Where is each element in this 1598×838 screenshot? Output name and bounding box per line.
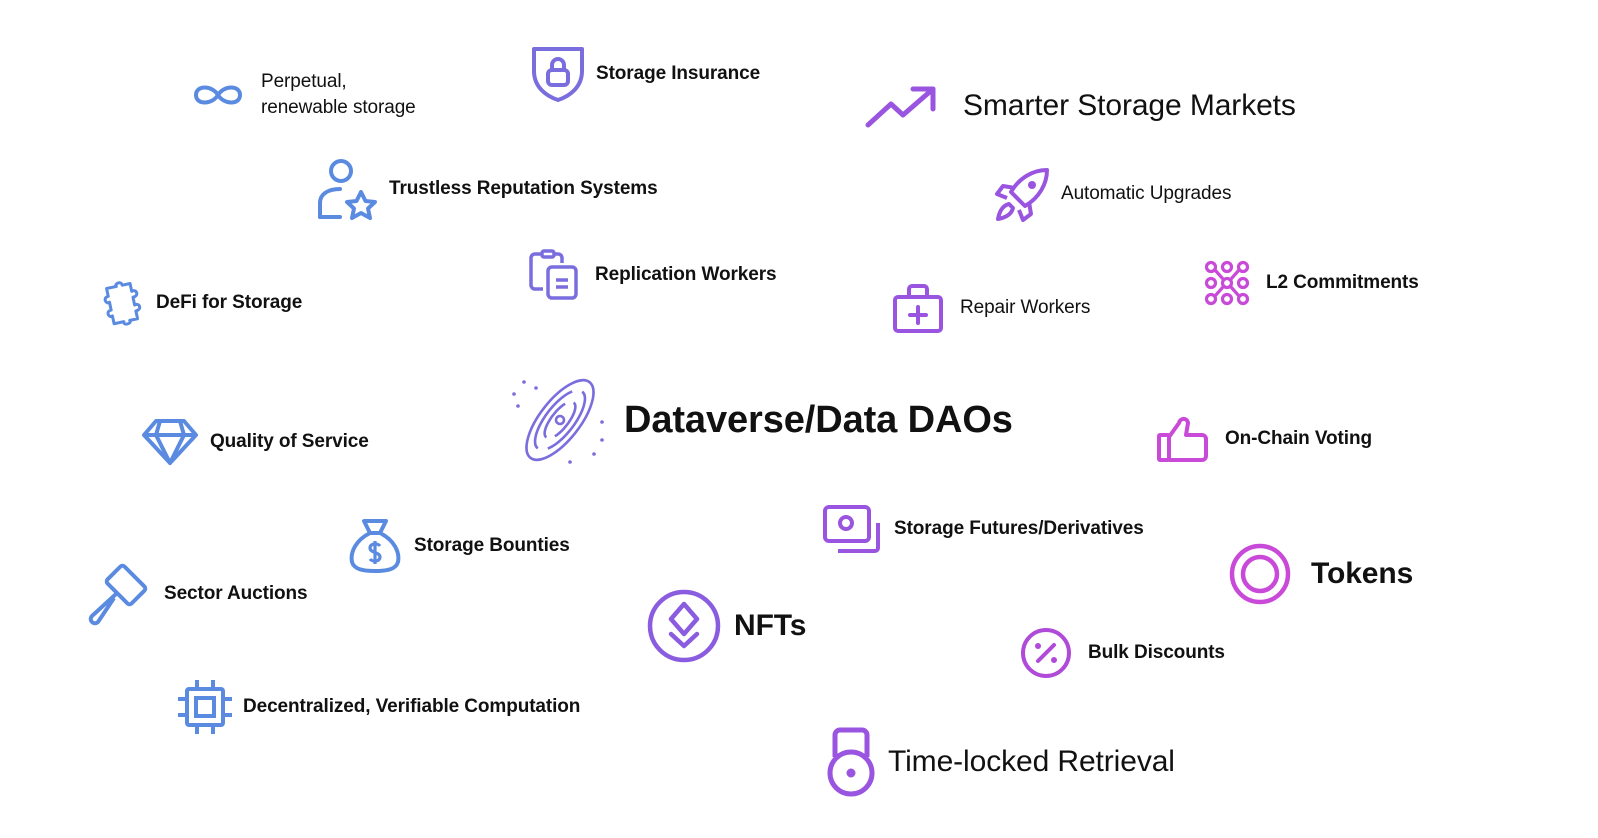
- puzzle-icon: [103, 281, 146, 326]
- item-on-chain-voting: On-Chain Voting: [1157, 415, 1372, 463]
- item-defi-for-storage: DeFi for Storage: [103, 281, 303, 326]
- ethereum-coin-icon: [646, 588, 722, 664]
- item-quality-of-service: Quality of Service: [142, 418, 369, 466]
- trending-up-icon: [865, 84, 937, 128]
- item-label: Bulk Discounts: [1088, 642, 1225, 663]
- item-nfts: NFTs: [646, 588, 806, 664]
- item-label: DeFi for Storage: [156, 292, 303, 313]
- item-label: Automatic Upgrades: [1061, 183, 1232, 204]
- galaxy-icon: [510, 370, 610, 470]
- item-label: L2 Commitments: [1266, 272, 1419, 293]
- item-verifiable-computation: Decentralized, Verifiable Computation: [176, 678, 580, 736]
- user-star-icon: [316, 157, 380, 221]
- item-automatic-upgrades: Automatic Upgrades: [995, 166, 1231, 222]
- item-label: Replication Workers: [595, 264, 777, 285]
- item-label: Perpetual, renewable storage: [261, 71, 416, 118]
- item-dataverse-data-daos: Dataverse/Data DAOs: [510, 370, 1013, 470]
- item-sector-auctions: Sector Auctions: [88, 562, 308, 626]
- item-label: Sector Auctions: [164, 583, 308, 604]
- item-label: Smarter Storage Markets: [963, 89, 1296, 122]
- item-tokens: Tokens: [1229, 543, 1413, 605]
- item-smarter-storage-markets: Smarter Storage Markets: [865, 84, 1296, 128]
- item-label: Trustless Reputation Systems: [389, 178, 658, 199]
- first-aid-kit-icon: [892, 283, 944, 333]
- node-grid-icon: [1204, 260, 1250, 306]
- diamond-icon: [142, 418, 198, 466]
- item-time-locked-retrieval: Time-locked Retrieval: [826, 727, 1175, 797]
- item-replication-workers: Replication Workers: [529, 249, 777, 301]
- token-ring-icon: [1229, 543, 1291, 605]
- padlock-icon: [826, 727, 876, 797]
- item-l2-commitments: L2 Commitments: [1204, 260, 1419, 306]
- item-label: Storage Bounties: [414, 535, 570, 556]
- item-storage-insurance: Storage Insurance: [530, 45, 760, 103]
- item-trustless-reputation: Trustless Reputation Systems: [316, 157, 658, 221]
- gavel-icon: [88, 562, 152, 626]
- item-label: Repair Workers: [960, 297, 1091, 318]
- item-storage-bounties: Storage Bounties: [349, 518, 570, 574]
- photos-stack-icon: [822, 504, 882, 554]
- item-label: Decentralized, Verifiable Computation: [243, 696, 581, 717]
- item-label: Tokens: [1311, 557, 1414, 590]
- item-label: On-Chain Voting: [1225, 428, 1372, 449]
- item-repair-workers: Repair Workers: [892, 283, 1090, 333]
- item-perpetual-storage: Perpetual, renewable storage: [193, 69, 416, 121]
- item-label: Storage Insurance: [596, 63, 761, 84]
- item-label: NFTs: [734, 609, 807, 642]
- item-label: Quality of Service: [210, 431, 369, 452]
- item-label: Time-locked Retrieval: [888, 745, 1175, 778]
- item-storage-futures: Storage Futures/Derivatives: [822, 504, 1144, 554]
- item-label: Storage Futures/Derivatives: [894, 518, 1144, 539]
- shield-lock-icon: [530, 45, 586, 103]
- cpu-chip-icon: [176, 678, 234, 736]
- infinity-icon: [193, 80, 243, 110]
- percent-circle-icon: [1020, 627, 1072, 679]
- clipboard-copy-icon: [529, 249, 581, 301]
- item-bulk-discounts: Bulk Discounts: [1020, 627, 1225, 679]
- thumbs-up-icon: [1157, 415, 1209, 463]
- money-bag-icon: [349, 518, 401, 574]
- rocket-icon: [995, 166, 1051, 222]
- item-label: Dataverse/Data DAOs: [624, 398, 1013, 441]
